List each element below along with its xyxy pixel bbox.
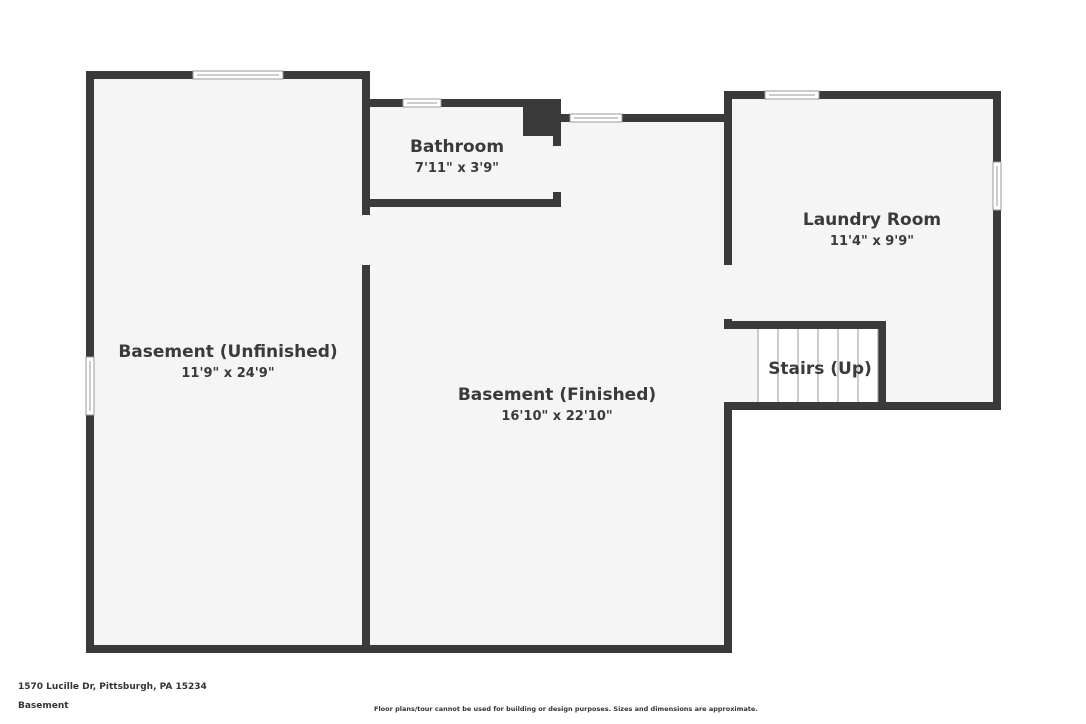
window-unfinished-left [85,356,95,416]
room-name: Laundry Room [803,210,941,230]
property-address: 1570 Lucille Dr, Pittsburgh, PA 15234 [18,682,207,692]
wall-stairs [724,321,886,410]
floor-basement-unfinished [90,75,366,649]
room-dimensions: 7'11" x 3'9" [415,161,499,176]
chimney-hatch [529,108,551,130]
room-name: Stairs (Up) [768,359,872,379]
stairs-treads [757,329,879,402]
opening-bathroom-door [552,146,562,192]
room-labels: Basement (Unfinished) 11'9" x 24'9" Base… [118,137,941,424]
room-name: Bathroom [410,137,504,157]
window-laundry-top [764,90,820,100]
windows [85,70,1002,416]
wall-laundry-room [724,91,1001,410]
label-stairs: Stairs (Up) [768,359,872,379]
floor-level-label: Basement [18,701,69,711]
window-bathroom-top [402,98,442,108]
room-dimensions: 16'10" x 22'10" [501,409,612,424]
label-basement-unfinished: Basement (Unfinished) 11'9" x 24'9" [118,342,337,381]
room-name: Basement (Finished) [458,385,656,405]
window-laundry-right [992,161,1002,211]
opening-unfinished-door [361,215,371,265]
floor-basement-finished [366,118,728,649]
opening-finished-to-stairs [723,329,733,402]
openings [361,146,733,402]
opening-laundry-door [723,265,733,319]
label-laundry-room: Laundry Room 11'4" x 9'9" [803,210,941,249]
room-name: Basement (Unfinished) [118,342,337,362]
window-unfinished-top [192,70,284,80]
label-bathroom: Bathroom 7'11" x 3'9" [410,137,504,176]
disclaimer-text: Floor plans/tour cannot be used for buil… [374,705,758,713]
label-basement-finished: Basement (Finished) 16'10" x 22'10" [458,385,656,424]
room-dimensions: 11'4" x 9'9" [830,234,914,249]
window-finished-top [569,113,623,123]
wall-finished-right-bottom [362,402,732,653]
room-dimensions: 11'9" x 24'9" [181,366,274,381]
